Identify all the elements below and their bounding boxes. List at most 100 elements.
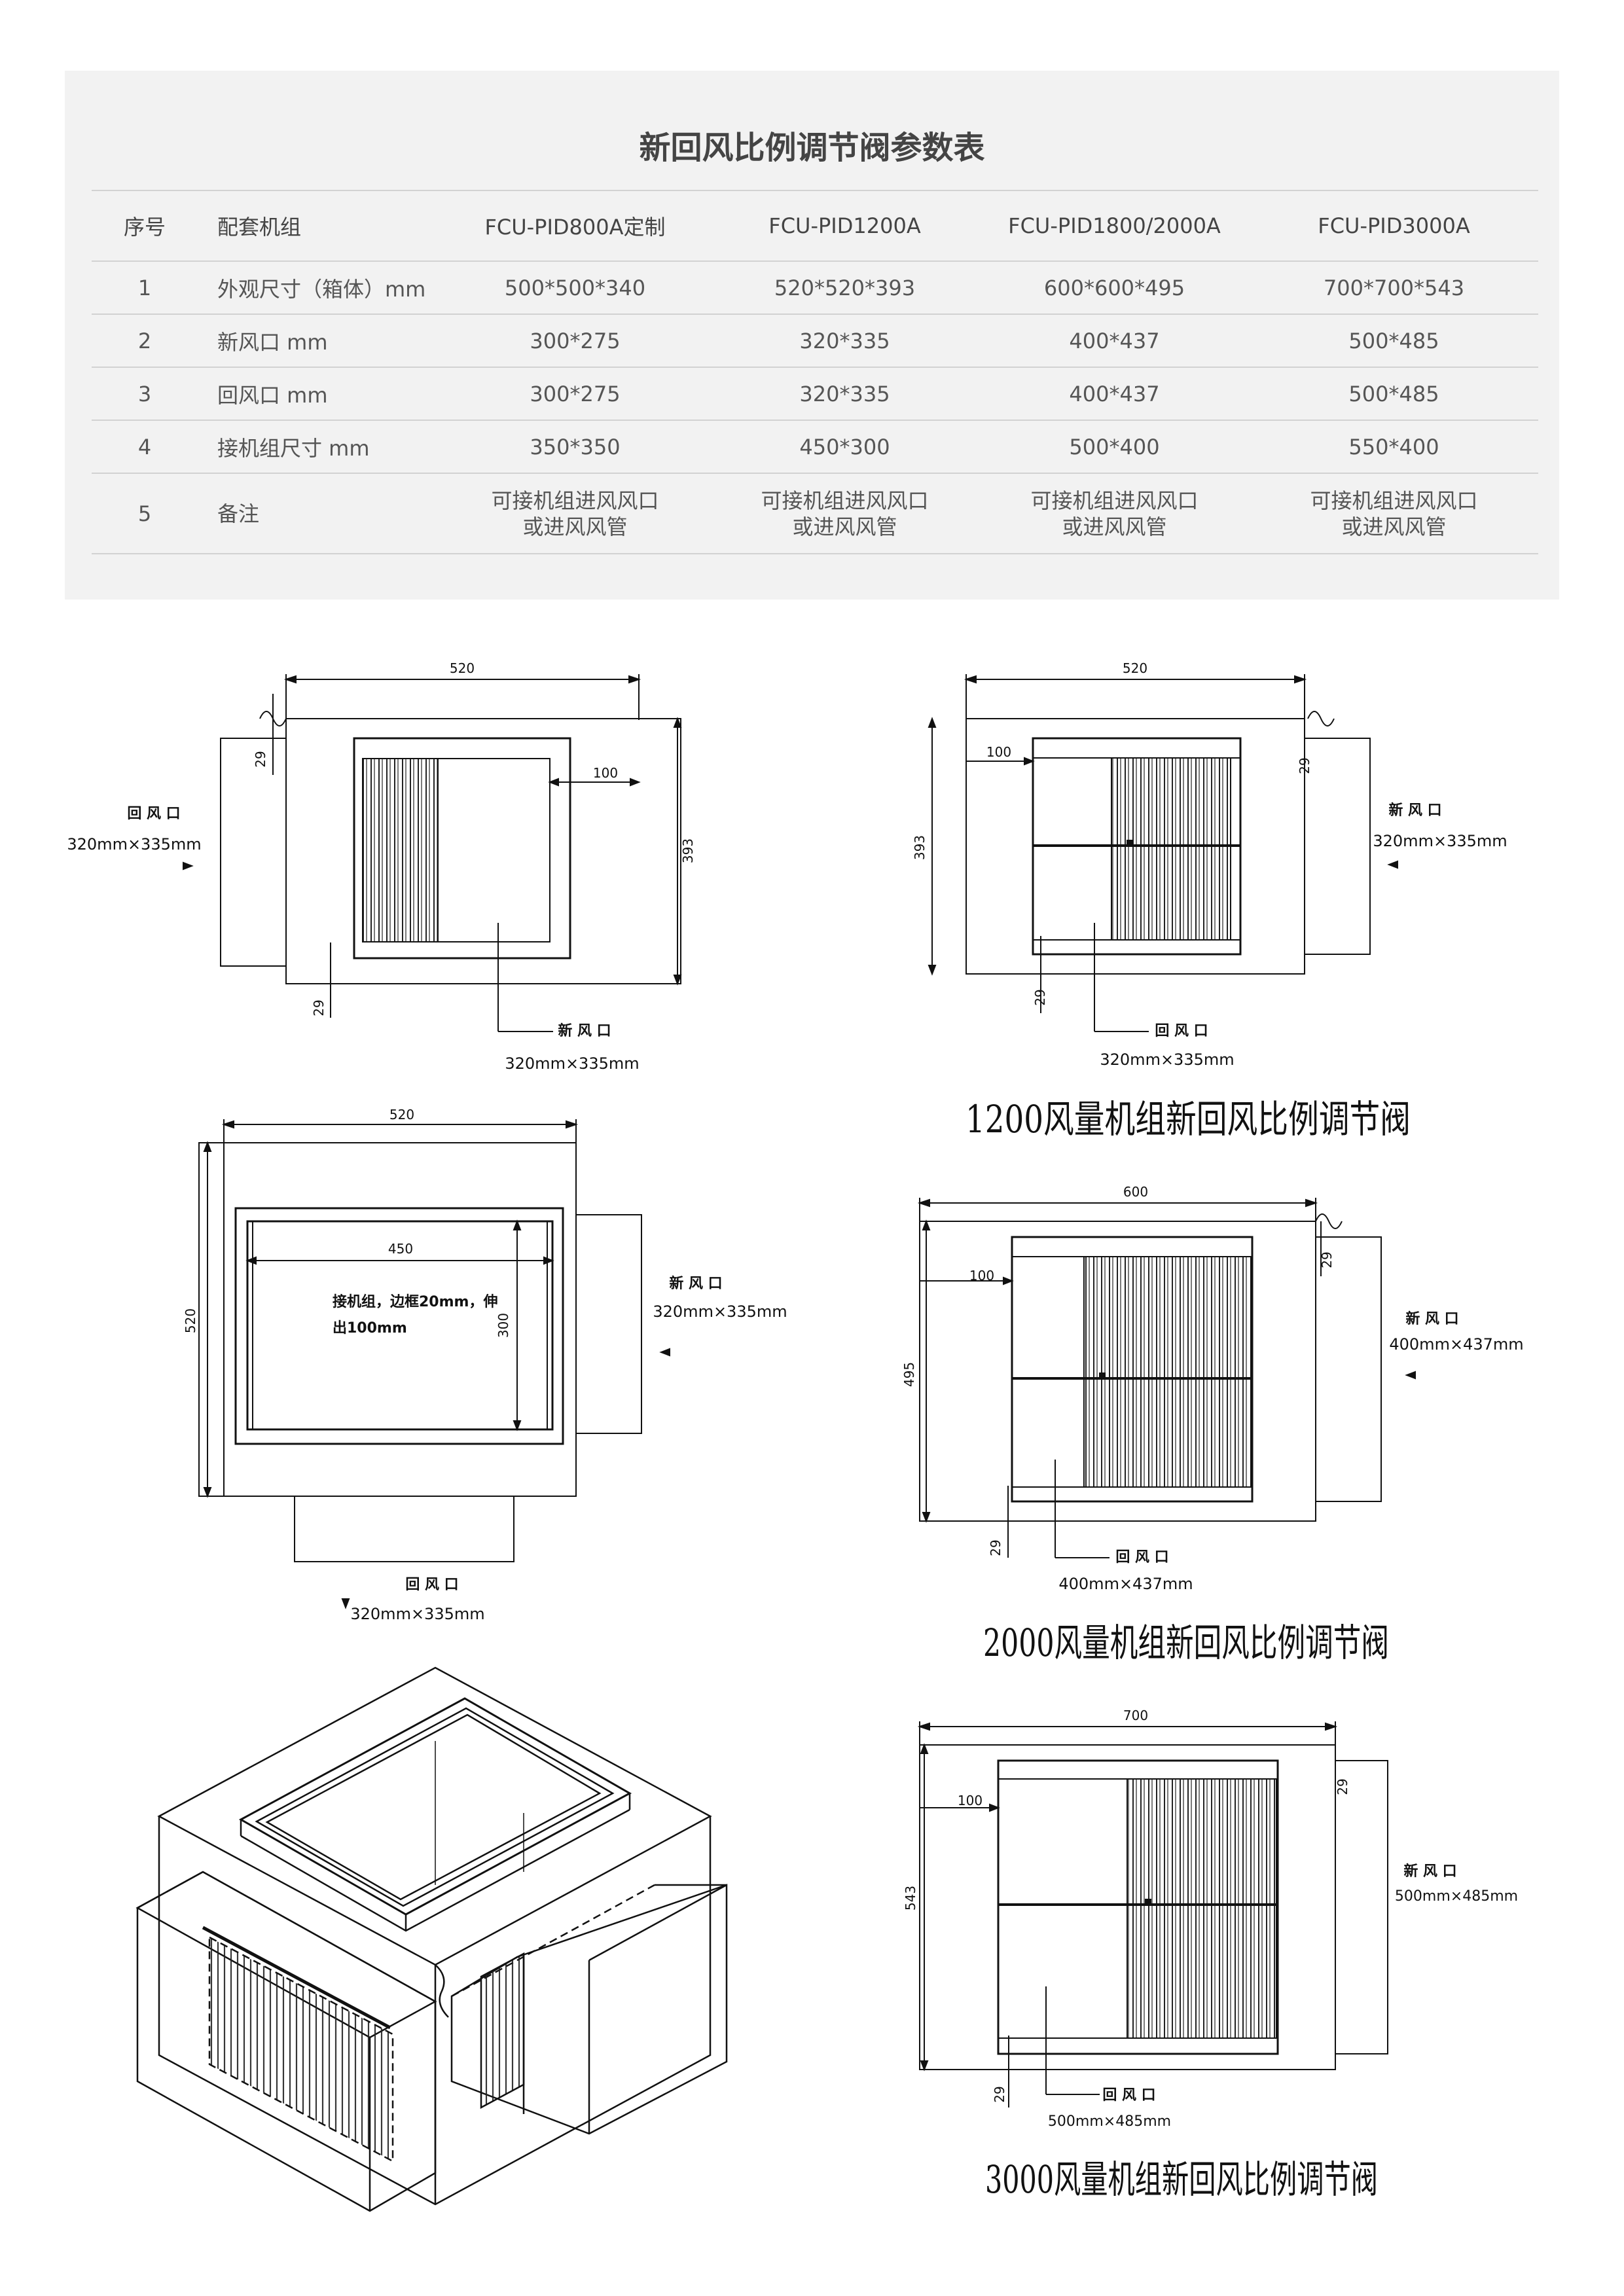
dim-side: 100 — [593, 765, 618, 781]
table-cell: 700*700*543 — [1250, 261, 1538, 315]
dim-inner-height: 300 — [496, 1313, 511, 1338]
dim-width: 520 — [450, 660, 475, 676]
table-title: 新回风比例调节阀参数表 — [639, 130, 985, 166]
dim-gap: 29 — [1319, 1251, 1335, 1268]
return-air-size: 500mm×485mm — [1048, 2113, 1171, 2130]
table-row: 4 接机组尺寸 mm 350*350 450*300 500*400 550*4… — [92, 420, 1538, 474]
row-label: 备注 — [198, 473, 440, 554]
drawing-front-view-3000 — [917, 1721, 1388, 2108]
table-cell: 550*400 — [1250, 420, 1538, 474]
drawing-front-view-2000 — [917, 1198, 1416, 1558]
table-row: 1 外观尺寸（箱体）mm 500*500*340 520*520*393 600… — [92, 261, 1538, 315]
table-row: 3 回风口 mm 300*275 320*335 400*437 500*485 — [92, 367, 1538, 421]
dim-width: 520 — [1123, 660, 1147, 676]
table-cell: 300*275 — [440, 314, 710, 368]
return-air-label: 回 风 口 — [1155, 1023, 1208, 1039]
remark-line: 或进风风管 — [1062, 514, 1167, 539]
remark-line: 或进风风管 — [1341, 514, 1447, 539]
return-air-label: 回 风 口 — [1102, 2087, 1155, 2104]
dim-width: 600 — [1123, 1184, 1148, 1200]
return-air-label: 回 风 口 — [127, 806, 180, 822]
dim-side: 100 — [986, 744, 1011, 760]
table-cell: 350*350 — [440, 420, 710, 474]
table-header-row: 序号 配套机组 FCU-PID800A定制 FCU-PID1200A FCU-P… — [92, 190, 1538, 262]
dim-gap: 29 — [1297, 757, 1312, 774]
remark-line: 可接机组进风风口 — [1310, 488, 1478, 513]
row-label: 新风口 mm — [198, 314, 440, 368]
header-cell: FCU-PID1200A — [710, 190, 979, 262]
row-label: 外观尺寸（箱体）mm — [198, 261, 440, 315]
table-cell: 300*275 — [440, 367, 710, 421]
remark-line: 可接机组进风风口 — [761, 488, 929, 513]
drawing-side-view — [198, 1119, 670, 1609]
dim-height: 393 — [680, 838, 696, 863]
dim-gap-bottom: 29 — [1032, 989, 1048, 1005]
fresh-air-size: 320mm×335mm — [653, 1302, 787, 1321]
header-cell: 序号 — [92, 190, 198, 262]
drawing-isometric-view — [135, 1666, 728, 2212]
table-cell: 500*400 — [979, 420, 1250, 474]
return-air-size: 400mm×437mm — [1058, 1575, 1193, 1593]
row-label: 回风口 mm — [198, 367, 440, 421]
dim-height: 543 — [903, 1886, 918, 1910]
table-cell: 520*520*393 — [710, 261, 979, 315]
dim-height: 520 — [183, 1308, 198, 1333]
remark-line: 可接机组进风风口 — [1030, 488, 1199, 513]
dim-height: 393 — [912, 835, 928, 860]
header-cell: FCU-PID3000A — [1250, 190, 1538, 262]
fresh-air-label: 新 风 口 — [1405, 1310, 1458, 1327]
table-row: 5 备注 可接机组进风风口或进风风管 可接机组进风风口或进风风管 可接机组进风风… — [92, 473, 1538, 554]
table-cell: 320*335 — [710, 314, 979, 368]
table-cell: 500*485 — [1250, 314, 1538, 368]
header-cell: FCU-PID1800/2000A — [979, 190, 1250, 262]
table-cell: 可接机组进风风口或进风风管 — [710, 473, 979, 554]
dim-inner-width: 450 — [388, 1241, 413, 1257]
drawing-front-view-2 — [928, 674, 1398, 1032]
fresh-air-size: 500mm×485mm — [1395, 1888, 1518, 1905]
drawing-front-view-1 — [183, 674, 682, 1032]
dim-gap: 29 — [253, 751, 268, 767]
row-number: 1 — [92, 261, 198, 315]
drawing-caption: 2000风量机组新回风比例调节阀 — [983, 1621, 1389, 1665]
spec-table: 序号 配套机组 FCU-PID800A定制 FCU-PID1200A FCU-P… — [92, 190, 1538, 554]
table-cell: 500*485 — [1250, 367, 1538, 421]
fresh-air-label: 新 风 口 — [558, 1022, 611, 1039]
dim-width: 520 — [389, 1107, 414, 1122]
table-cell: 600*600*495 — [979, 261, 1250, 315]
row-number: 3 — [92, 367, 198, 421]
table-cell: 450*300 — [710, 420, 979, 474]
dim-height: 495 — [901, 1362, 917, 1387]
return-air-label: 回 风 口 — [405, 1577, 458, 1593]
dim-width: 700 — [1123, 1708, 1148, 1723]
row-number: 2 — [92, 314, 198, 368]
dim-gap-bottom: 29 — [992, 2086, 1007, 2102]
dim-side: 100 — [969, 1268, 994, 1283]
fresh-air-size: 320mm×335mm — [505, 1054, 639, 1073]
table-cell: 可接机组进风风口或进风风管 — [979, 473, 1250, 554]
return-air-size: 320mm×335mm — [350, 1605, 484, 1623]
connection-note-line2: 出100mm — [333, 1320, 407, 1336]
dim-side: 100 — [958, 1793, 983, 1808]
row-number: 4 — [92, 420, 198, 474]
fresh-air-label: 新 风 口 — [1403, 1863, 1456, 1880]
return-air-size: 320mm×335mm — [67, 835, 201, 853]
table-cell: 400*437 — [979, 367, 1250, 421]
drawing-caption: 1200风量机组新回风比例调节阀 — [965, 1097, 1411, 1141]
table-cell: 可接机组进风风口或进风风管 — [440, 473, 710, 554]
row-label: 接机组尺寸 mm — [198, 420, 440, 474]
table-cell: 400*437 — [979, 314, 1250, 368]
dim-gap-bottom: 29 — [988, 1539, 1003, 1556]
fresh-air-label: 新 风 口 — [669, 1275, 722, 1292]
header-cell: FCU-PID800A定制 — [440, 190, 710, 262]
remark-line: 或进风风管 — [522, 514, 628, 539]
table-cell: 320*335 — [710, 367, 979, 421]
connection-note-line1: 接机组，边框20mm，伸 — [333, 1293, 497, 1310]
fresh-air-size: 400mm×437mm — [1389, 1335, 1523, 1354]
table-cell: 500*500*340 — [440, 261, 710, 315]
dim-gap: 29 — [1335, 1778, 1350, 1795]
table-row: 2 新风口 mm 300*275 320*335 400*437 500*485 — [92, 314, 1538, 368]
spec-panel: 新回风比例调节阀参数表 序号 配套机组 FCU-PID800A定制 FCU-PI… — [65, 71, 1559, 600]
return-air-size: 320mm×335mm — [1100, 1050, 1234, 1069]
drawing-caption: 3000风量机组新回风比例调节阀 — [985, 2157, 1378, 2202]
header-cell: 配套机组 — [198, 190, 440, 262]
